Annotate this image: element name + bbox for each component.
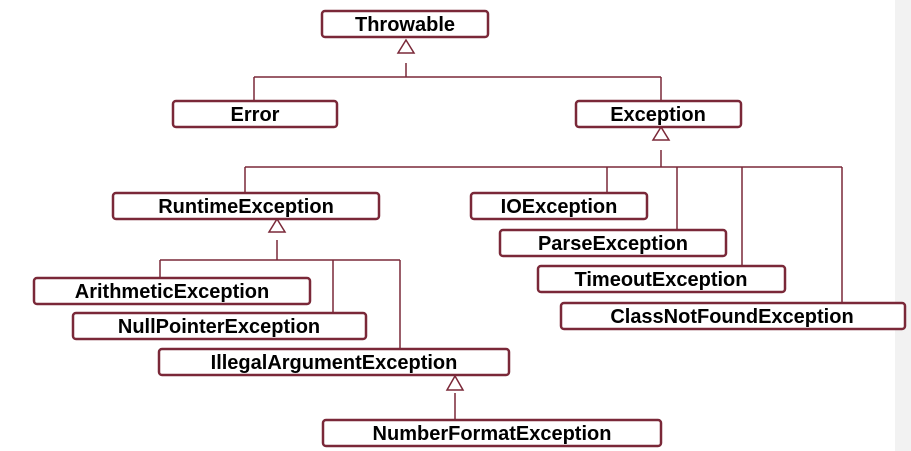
connector-runtime-children [159,240,401,349]
node-arithmetic-exception-label: ArithmeticException [75,281,269,303]
node-exception-label: Exception [610,104,706,126]
node-runtime-exception-box [111,191,381,221]
node-exception[interactable]: Exception [574,99,743,129]
node-timeout-exception-label: TimeoutException [575,269,748,291]
nodes: Throwable Error Exception RuntimeExcepti… [32,9,907,448]
node-illegal-argument-exception[interactable]: IllegalArgumentException [157,347,511,377]
node-timeout-exception[interactable]: TimeoutException [536,264,787,294]
node-arithmetic-exception-box [32,276,312,306]
node-null-pointer-exception-box [71,311,368,341]
node-runtime-exception-label: RuntimeException [158,196,334,218]
node-parse-exception-label: ParseException [538,233,688,255]
node-error-label: Error [231,104,280,126]
node-io-exception-box [469,191,649,221]
connector-throwable-children [253,63,662,101]
node-timeout-exception-box [536,264,787,294]
node-class-not-found-exception[interactable]: ClassNotFoundException [559,301,907,331]
node-null-pointer-exception-label: NullPointerException [118,316,320,338]
node-illegal-argument-exception-box [157,347,511,377]
node-number-format-exception-box [321,418,663,448]
node-exception-box [574,99,743,129]
node-number-format-exception-label: NumberFormatException [373,423,612,445]
node-number-format-exception[interactable]: NumberFormatException [321,418,663,448]
arrowhead-illegal [445,374,465,391]
node-throwable[interactable]: Throwable [320,9,490,39]
node-throwable-box [320,9,490,39]
node-class-not-found-exception-label: ClassNotFoundException [610,306,853,328]
node-class-not-found-exception-box [559,301,907,331]
node-parse-exception-box [498,228,728,258]
node-throwable-label: Throwable [355,14,455,36]
connectors [159,38,843,420]
node-io-exception-label: IOException [501,196,618,218]
node-parse-exception[interactable]: ParseException [498,228,728,258]
node-io-exception[interactable]: IOException [469,191,649,221]
connector-exception-children [244,150,843,303]
arrowhead-exception [651,125,671,141]
node-null-pointer-exception[interactable]: NullPointerException [71,311,368,341]
arrowhead-runtime [267,217,287,233]
node-illegal-argument-exception-label: IllegalArgumentException [211,352,458,374]
node-runtime-exception[interactable]: RuntimeException [111,191,381,221]
arrowhead-throwable [396,38,416,54]
node-error[interactable]: Error [171,99,339,129]
edge-strip [895,0,911,451]
node-error-box [171,99,339,129]
node-arithmetic-exception[interactable]: ArithmeticException [32,276,312,306]
